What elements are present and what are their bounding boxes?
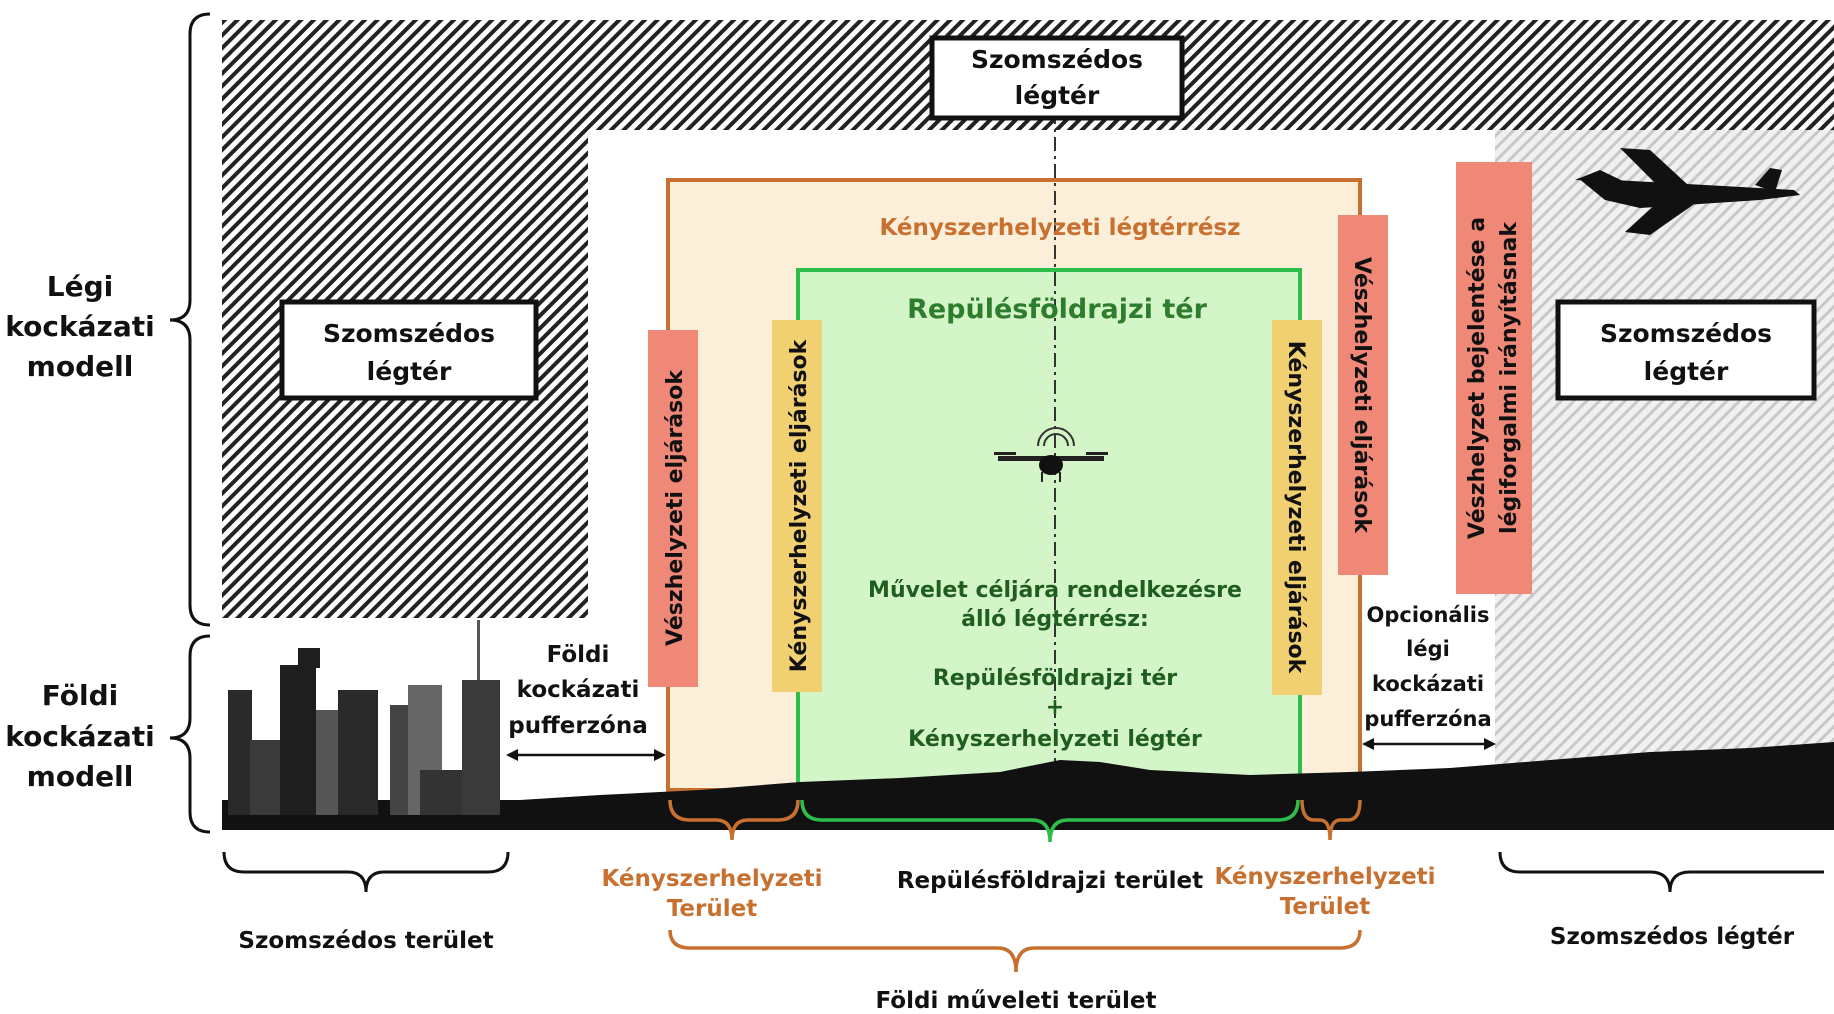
contingency-area-right-brace xyxy=(1300,799,1362,841)
contingency-area-right-line2: Terület xyxy=(1280,894,1370,920)
ground-risk-model-line1: Földi xyxy=(42,679,118,712)
contingency-area-left-line2: Terület xyxy=(667,896,757,922)
air-risk-brace xyxy=(169,12,211,627)
adjacent-area-label: Szomszédos terület xyxy=(238,928,493,954)
ground-risk-model-line2: kockázati xyxy=(5,720,154,753)
airplane-icon xyxy=(1575,148,1800,235)
operation-volume-line5: Kényszerhelyzeti légtér xyxy=(908,727,1202,752)
drone-icon xyxy=(994,427,1108,482)
contingency-procedures-left-bar xyxy=(772,320,822,692)
adjacent-airspace-left-line2: légtér xyxy=(367,357,452,386)
city-skyline-icon xyxy=(228,620,500,815)
adjacent-airspace-left-line1: Szomszédos xyxy=(323,319,495,348)
adjacent-airspace-top-line2: légtér xyxy=(1015,81,1100,110)
adjacent-airspace-top-line1: Szomszédos xyxy=(971,45,1143,74)
ground-risk-brace xyxy=(169,634,211,834)
ground-risk-buffer-arrow xyxy=(506,749,666,761)
operation-volume-line3: Repülésföldrajzi tér xyxy=(933,666,1177,691)
optional-air-risk-buffer-arrow xyxy=(1362,738,1496,750)
operation-volume-line1: Művelet céljára rendelkezésre xyxy=(868,578,1242,603)
ground-risk-buffer-line2: kockázati xyxy=(517,677,640,703)
adjacent-airspace-top-box xyxy=(929,35,1185,121)
contingency-procedures-left-label: Kényszerhelyzeti eljárások xyxy=(787,338,812,672)
adjacent-airspace-bottom-label: Szomszédos légtér xyxy=(1550,924,1795,950)
adjacent-airspace-right-line2: légtér xyxy=(1644,357,1729,386)
atc-notification-bar xyxy=(1456,162,1532,594)
contingency-area-left-line1: Kényszerhelyzeti xyxy=(601,866,822,892)
flight-geography-label: Repülésföldrajzi tér xyxy=(907,294,1208,325)
emergency-procedures-left-bar xyxy=(648,330,698,687)
operation-volume-line4: + xyxy=(1046,695,1064,720)
ground-risk-buffer-line1: Földi xyxy=(547,642,610,668)
atc-notification-line1: Vészhelyzet bejelentése a xyxy=(1465,217,1490,539)
air-risk-model-line1: Légi xyxy=(47,270,113,303)
optional-air-risk-buffer-line2: légi xyxy=(1406,637,1450,661)
air-risk-model-line2: kockázati xyxy=(5,310,154,343)
optional-air-risk-buffer-line4: pufferzóna xyxy=(1364,707,1491,731)
hatched-airspace-right xyxy=(1495,130,1834,785)
adjacent-area-brace xyxy=(222,851,510,893)
atc-notification-line2: légiforgalmi irányításnak xyxy=(1497,221,1522,534)
adjacent-airspace-right-box xyxy=(1555,299,1817,401)
adjacent-airspace-bottom-brace xyxy=(1498,851,1824,893)
ground-risk-model-line3: modell xyxy=(27,760,134,793)
emergency-procedures-right-bar xyxy=(1338,215,1388,575)
optional-air-risk-buffer-line3: kockázati xyxy=(1372,672,1484,696)
contingency-procedures-right-label: Kényszerhelyzeti eljárások xyxy=(1283,341,1308,675)
emergency-procedures-right-label: Vészhelyzeti eljárások xyxy=(1349,257,1374,534)
adjacent-airspace-right-line1: Szomszédos xyxy=(1600,319,1772,348)
air-risk-model-line3: modell xyxy=(27,350,134,383)
flight-geography-area-label: Repülésföldrajzi terület xyxy=(897,868,1203,894)
ground-operation-area-brace xyxy=(668,929,1362,973)
ground-terrain xyxy=(222,742,1834,830)
operation-volume-line2: álló légtérrész: xyxy=(961,607,1149,632)
flight-geography-area-brace xyxy=(800,799,1300,843)
contingency-area-right-line1: Kényszerhelyzeti xyxy=(1214,864,1435,890)
adjacent-airspace-left-box xyxy=(279,299,539,401)
ground-operation-area-label: Földi műveleti terület xyxy=(876,988,1157,1014)
contingency-procedures-right-bar xyxy=(1272,320,1322,695)
contingency-area-left-brace xyxy=(668,799,800,841)
ground-risk-buffer-line3: pufferzóna xyxy=(508,713,648,739)
contingency-volume-label: Kényszerhelyzeti légtérrész xyxy=(879,215,1240,241)
optional-air-risk-buffer-line1: Opcionális xyxy=(1367,603,1490,627)
emergency-procedures-left-label: Vészhelyzeti eljárások xyxy=(663,369,688,646)
